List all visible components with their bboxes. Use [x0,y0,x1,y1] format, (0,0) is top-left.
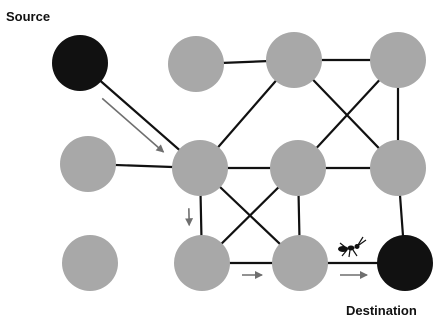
ant-icon [338,236,367,258]
path-arrow-n-src-n-e [101,97,165,153]
path-arrows-layer [101,97,368,279]
graph-node [62,235,118,291]
graph-node [168,36,224,92]
graph-node [270,140,326,196]
graph-node [174,235,230,291]
destination-node [377,235,433,291]
graph-node [172,140,228,196]
graph-node [370,32,426,88]
source-label: Source [6,9,50,24]
destination-label: Destination [346,303,417,318]
edges-layer [78,58,407,265]
graph-node [60,136,116,192]
graph-node [266,32,322,88]
graph-node [272,235,328,291]
nodes-layer [52,32,433,291]
graph-node [370,140,426,196]
source-node [52,35,108,91]
